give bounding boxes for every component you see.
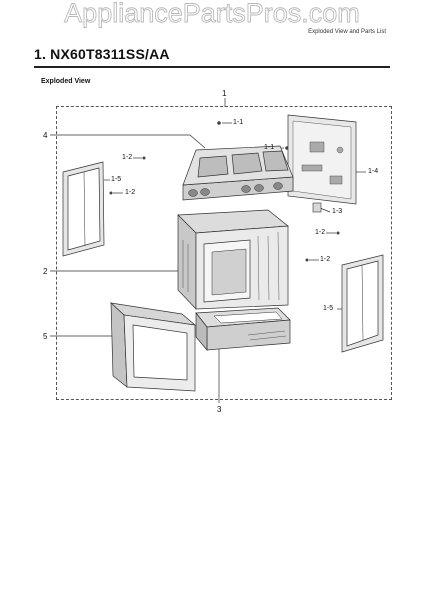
- screw-1-2a: [142, 156, 146, 160]
- callout-1-4: 1-4: [368, 168, 379, 175]
- callout-4: 4: [43, 131, 48, 140]
- callout-1-2b: 1-2: [125, 189, 136, 196]
- header-right-text: Exploded View and Parts List: [308, 29, 386, 35]
- cooktop-4: [182, 145, 294, 201]
- side-panel-1-5-right: [341, 254, 384, 353]
- callout-1-3: 1-3: [332, 208, 343, 215]
- screw-1-2b: [109, 191, 113, 195]
- leader-4b: [189, 134, 206, 149]
- callout-1-1a: 1-1: [233, 119, 244, 126]
- drawer-3: [195, 307, 291, 351]
- callout-1: 1: [222, 89, 227, 98]
- section-label: Exploded View: [41, 78, 91, 85]
- callout-1-1b: 1-1: [264, 144, 275, 151]
- title-rule: [34, 66, 390, 68]
- callout-5: 5: [43, 332, 48, 341]
- callout-1-2c: 1-2: [315, 229, 326, 236]
- callout-1-5b: 1-5: [323, 305, 334, 312]
- side-panel-1-5-left: [62, 161, 105, 257]
- screw-1-1a: [217, 121, 221, 125]
- screw-1-2d: [305, 258, 309, 262]
- callout-1-2a: 1-2: [122, 154, 133, 161]
- oven-body-2: [177, 209, 289, 310]
- callout-1-5a: 1-5: [111, 176, 122, 183]
- page-title: 1. NX60T8311SS/AA: [34, 46, 170, 62]
- bracket-1-3: [312, 202, 322, 213]
- back-panel-1-4: [287, 114, 357, 205]
- callout-3: 3: [217, 405, 222, 414]
- oven-door-5: [109, 302, 197, 392]
- screw-1-2c: [336, 231, 340, 235]
- leader-1-3: [319, 207, 331, 213]
- callout-1-2d: 1-2: [320, 256, 331, 263]
- callout-2: 2: [43, 267, 48, 276]
- assembly-frame: [56, 106, 392, 400]
